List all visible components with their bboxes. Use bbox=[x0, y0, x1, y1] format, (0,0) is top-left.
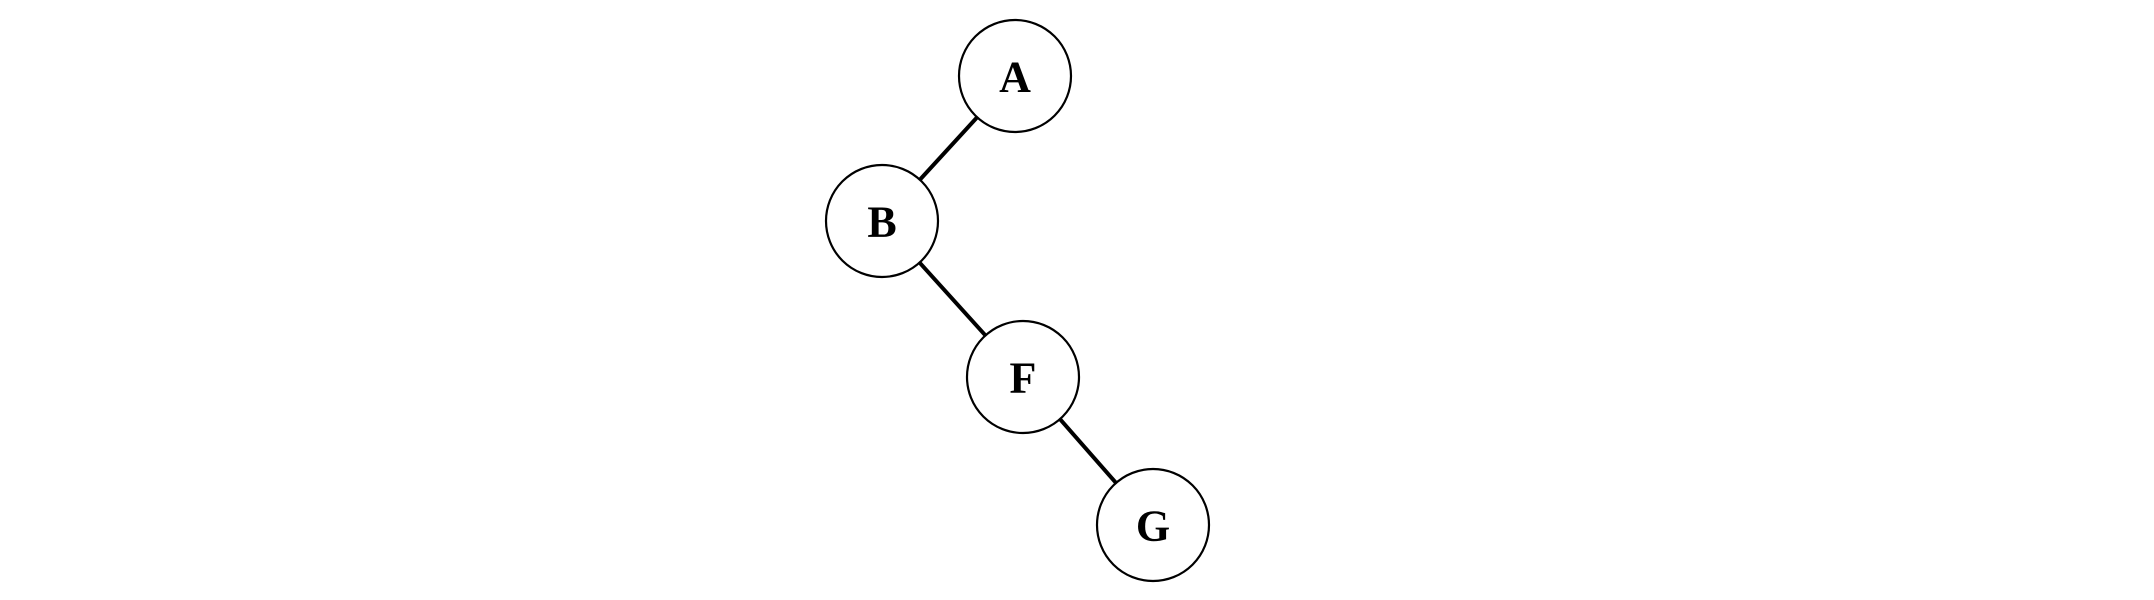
node-circle-a[interactable] bbox=[957, 18, 1073, 134]
node-label-b: B bbox=[867, 198, 896, 247]
graph-node-f[interactable]: F bbox=[965, 319, 1081, 435]
edge-layer bbox=[918, 115, 1118, 485]
node-label-a: A bbox=[999, 53, 1031, 102]
graph-node-a[interactable]: A bbox=[957, 18, 1073, 134]
node-circle-g[interactable] bbox=[1095, 467, 1211, 583]
graph-node-g[interactable]: G bbox=[1095, 467, 1211, 583]
node-label-f: F bbox=[1010, 354, 1037, 403]
graph-edge-a-b bbox=[918, 115, 979, 182]
node-label-g: G bbox=[1136, 502, 1170, 551]
node-circle-f[interactable] bbox=[965, 319, 1081, 435]
node-circle-b[interactable] bbox=[824, 163, 940, 279]
graph-node-b[interactable]: B bbox=[824, 163, 940, 279]
node-layer: A B F G bbox=[824, 18, 1211, 583]
graph-edge-f-g bbox=[1058, 417, 1118, 485]
graph-edge-b-f bbox=[918, 261, 987, 337]
